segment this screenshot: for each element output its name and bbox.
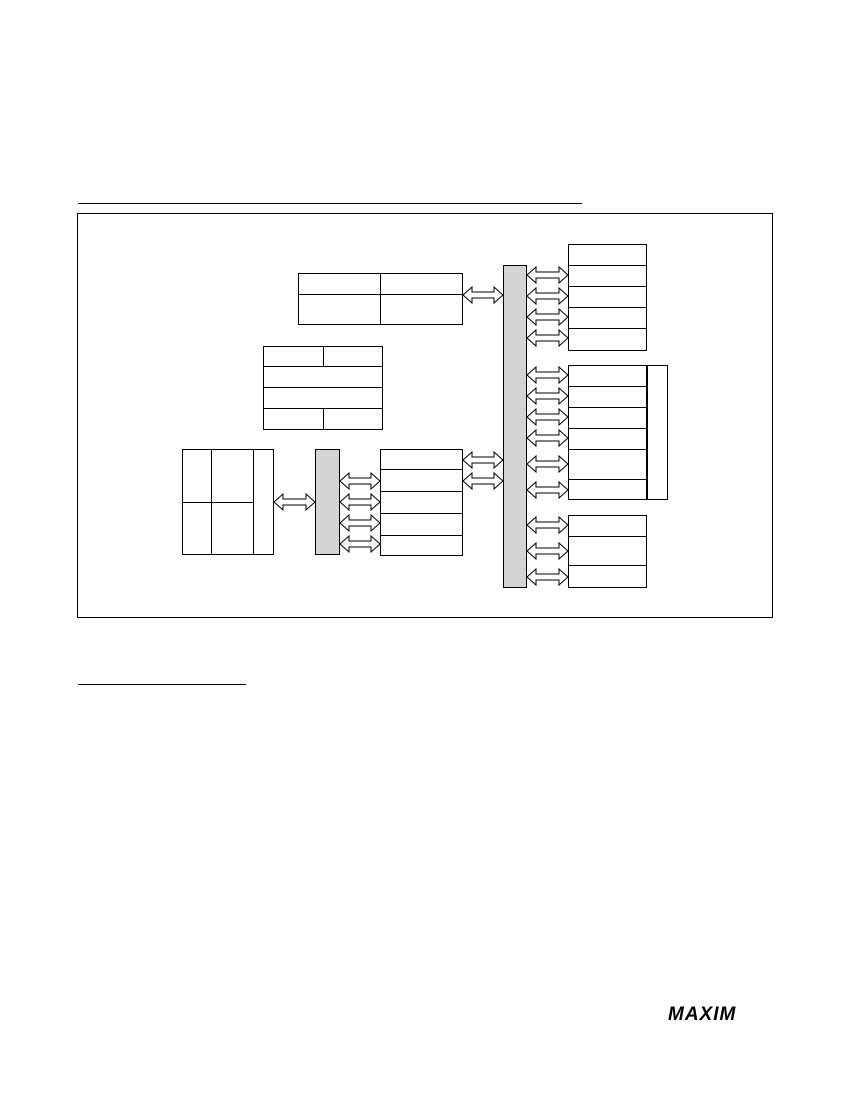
right-group-1 <box>568 244 647 351</box>
arrow-small-bus-row-3 <box>339 513 381 533</box>
arrow-bus-right-9 <box>526 454 569 474</box>
arrow-bus-right-5 <box>526 365 569 385</box>
lower-stack-row-2 <box>380 491 463 492</box>
lower-stack-row-3 <box>380 513 463 514</box>
section-rule <box>78 684 246 685</box>
middle-block-col-top <box>323 346 324 366</box>
arrow-bus-right-2 <box>526 286 569 306</box>
middle-block-col-bottom <box>323 408 324 430</box>
arrow-bus-right-7 <box>526 407 569 427</box>
right-group-2-bracket <box>647 365 668 500</box>
arrow-bus-right-8 <box>526 428 569 448</box>
right-group-3-row-2 <box>568 565 647 566</box>
right-group-2-row-3 <box>568 428 647 429</box>
right-group-1-row-2 <box>568 286 647 287</box>
maxim-logo: MAXIM <box>668 1004 737 1025</box>
main-system-bus <box>503 265 527 588</box>
lower-stack-row-4 <box>380 535 463 536</box>
arrow-stack-to-bus-1 <box>462 450 504 470</box>
lower-peripheral-stack <box>380 449 463 556</box>
arrow-small-bus-row-1 <box>339 471 381 491</box>
figure-title-rule <box>78 203 582 204</box>
arrow-bus-right-3 <box>526 307 569 327</box>
right-group-3-row-1 <box>568 536 647 537</box>
right-group-2-row-5 <box>568 479 647 480</box>
left-memory-row <box>182 502 253 503</box>
right-group-2-row-1 <box>568 386 647 387</box>
arrow-upper-block-to-bus <box>462 285 504 305</box>
right-group-1-row-4 <box>568 328 647 329</box>
upper-block-divider-v <box>380 273 381 325</box>
arrow-bus-right-4 <box>526 328 569 348</box>
right-group-1-row-3 <box>568 307 647 308</box>
arrow-bus-right-11 <box>526 515 569 535</box>
arrow-memory-to-small-bus <box>273 492 316 512</box>
right-group-2 <box>568 365 647 500</box>
arrow-stack-to-bus-2 <box>462 471 504 491</box>
block-diagram-frame <box>77 213 773 618</box>
right-group-1-row-1 <box>568 265 647 266</box>
middle-block-row-2 <box>263 387 383 388</box>
middle-block-row-1 <box>263 366 383 367</box>
arrow-bus-right-6 <box>526 386 569 406</box>
logo-text: MAXIM <box>668 1004 737 1025</box>
arrow-bus-right-13 <box>526 567 569 587</box>
arrow-bus-right-1 <box>526 265 569 285</box>
right-group-2-row-4 <box>568 449 647 450</box>
arrow-small-bus-row-2 <box>339 492 381 512</box>
arrow-bus-right-12 <box>526 541 569 561</box>
lower-stack-row-1 <box>380 469 463 470</box>
left-memory-col-2 <box>253 449 254 555</box>
right-group-2-row-2 <box>568 407 647 408</box>
arrow-small-bus-row-4 <box>339 534 381 554</box>
arrow-bus-right-10 <box>526 480 569 500</box>
right-group-3 <box>568 515 647 588</box>
